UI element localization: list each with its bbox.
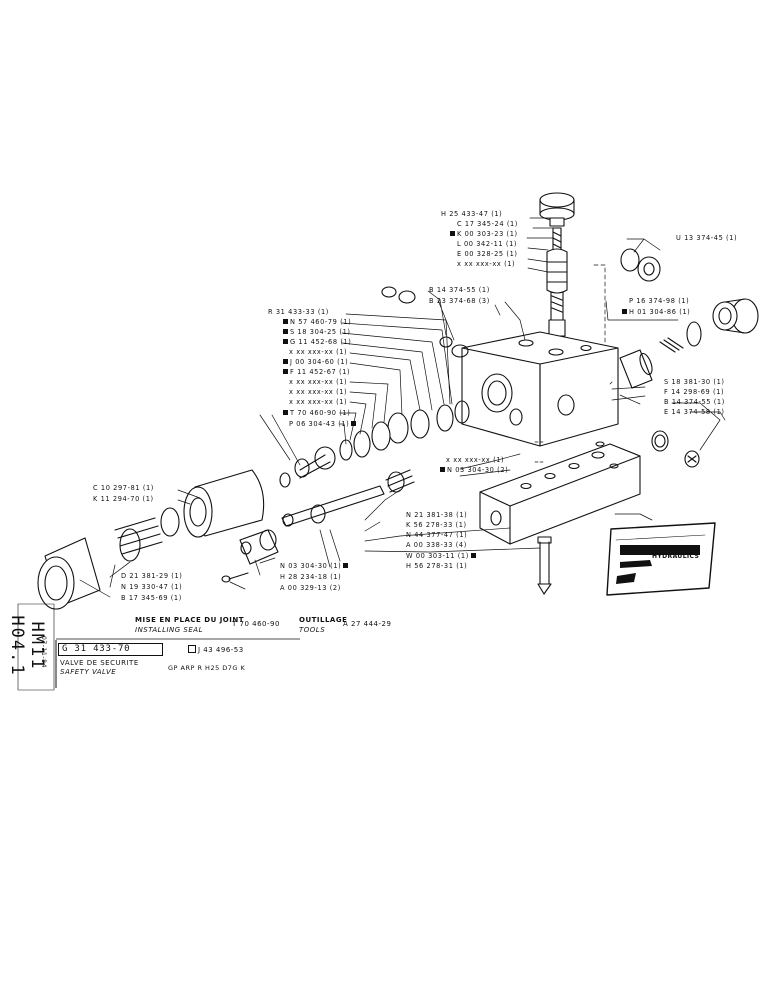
top-cartridge	[539, 192, 575, 337]
part-label-13: G 11 452-68 (1)	[283, 338, 351, 346]
part-label-5: E 00 328-25 (1)	[457, 250, 518, 258]
part-label-30: C 10 297-81 (1)	[93, 484, 154, 492]
part-label-24: S 18 381-30 (1)	[664, 378, 725, 386]
square-marker-icon	[283, 369, 288, 374]
bolts-and-plate	[537, 522, 716, 596]
side-date: 07-11-84	[40, 635, 47, 669]
part-label-2: C 17 345-24 (1)	[457, 220, 518, 228]
part-number: G 31 433-70	[62, 644, 131, 654]
square-marker-icon	[343, 563, 349, 568]
part-label-18: x xx xxx-xx (1)	[289, 388, 348, 396]
install-ref: T 70 460-90	[232, 620, 280, 628]
square-marker-icon	[283, 339, 288, 344]
square-marker-icon	[622, 309, 627, 314]
square-marker-icon	[283, 329, 288, 334]
tools-subtitle: TOOLS	[299, 626, 326, 634]
part-label-21: P 06 304-43 (1)	[289, 420, 358, 428]
part-label-16: F 11 452-67 (1)	[283, 368, 350, 376]
part-label-28: x xx xxx-xx (1)	[446, 456, 505, 464]
part-label-10: R 31 433-33 (1)	[268, 308, 329, 316]
valve-body-block	[461, 331, 619, 447]
part-label-35: A 00 338-33 (4)	[406, 541, 467, 549]
part-label-42: H 28 234-18 (1)	[280, 573, 342, 581]
part-label-33: K 56 278-33 (1)	[406, 521, 467, 529]
left-cartridge-assembly	[37, 286, 470, 610]
part-label-32: N 21 381-38 (1)	[406, 511, 468, 519]
square-marker-icon	[283, 359, 288, 364]
square-marker-icon	[283, 319, 288, 324]
alt-number: J 43 496-53	[198, 646, 244, 654]
part-label-8: B 14 374-55 (1)	[429, 286, 490, 294]
square-marker-icon	[470, 553, 476, 558]
part-label-19: x xx xxx-xx (1)	[289, 398, 348, 406]
checkbox-square-icon	[188, 645, 196, 653]
part-label-11: N 57 460-79 (1)	[283, 318, 351, 326]
square-marker-icon	[450, 231, 455, 236]
part-label-34: N 44 377-47 (1)	[406, 531, 468, 539]
install-subtitle: INSTALLING SEAL	[135, 626, 203, 634]
square-marker-icon	[283, 410, 288, 415]
part-label-6: x xx xxx-xx (1)	[457, 260, 516, 268]
part-label-25: F 14 298-69 (1)	[664, 388, 725, 396]
tools-title: OUTILLAGE	[299, 616, 348, 624]
part-number-box: G 31 433-70	[58, 643, 163, 656]
model-code: GP ARP R H25 D7G K	[168, 664, 246, 672]
part-label-41: N 03 304-30 (1)	[280, 562, 350, 570]
part-label-26: B 14 374-55 (1)	[664, 398, 725, 406]
part-label-31: K 11 294-70 (1)	[93, 495, 154, 503]
part-label-23: H 01 304-86 (1)	[622, 308, 690, 316]
part-label-4: L 00 342-11 (1)	[457, 240, 518, 248]
part-label-36: W 00 303-11 (1)	[406, 552, 478, 560]
leader-lines	[79, 217, 726, 598]
part-label-22: P 16 374-98 (1)	[629, 297, 690, 305]
part-label-37: H 56 278-31 (1)	[406, 562, 468, 570]
mounting-manifold	[479, 441, 641, 545]
square-marker-icon	[351, 421, 357, 426]
part-label-12: S 18 304-25 (1)	[283, 328, 351, 336]
part-label-43: A 00 329-13 (2)	[280, 584, 341, 592]
install-title: MISE EN PLACE DU JOINT	[135, 616, 244, 624]
part-label-17: x xx xxx-xx (1)	[289, 378, 348, 386]
part-label-27: E 14 374-58 (1)	[664, 408, 725, 416]
tools-ref: A 27 444-29	[343, 620, 392, 628]
part-label-14: x xx xxx-xx (1)	[289, 348, 348, 356]
part-label-9: B 23 374-68 (3)	[429, 297, 490, 305]
part-label-15: J 00 304-60 (1)	[283, 358, 348, 366]
desc-en: SAFETY VALVE	[60, 668, 117, 676]
part-label-29: N 03 304-30 (2)	[440, 466, 508, 474]
part-label-20: T 70 460-90 (1)	[283, 409, 350, 417]
right-plug-assembly	[619, 248, 759, 468]
part-label-3: K 00 303-23 (1)	[450, 230, 518, 238]
part-label-1: H 25 433-47 (1)	[441, 210, 503, 218]
desc-fr: VALVE DE SECURITE	[60, 659, 139, 667]
part-label-38: D 21 381-29 (1)	[121, 572, 183, 580]
plate-brand: HYDRAULICS	[652, 553, 700, 560]
part-label-40: B 17 345-69 (1)	[121, 594, 182, 602]
part-label-7: U 13 374-45 (1)	[676, 234, 738, 242]
square-marker-icon	[440, 467, 445, 472]
central-plunger	[281, 469, 415, 527]
part-label-39: N 19 330-47 (1)	[121, 583, 183, 591]
alt-number-row: J 43 496-53	[188, 645, 244, 654]
